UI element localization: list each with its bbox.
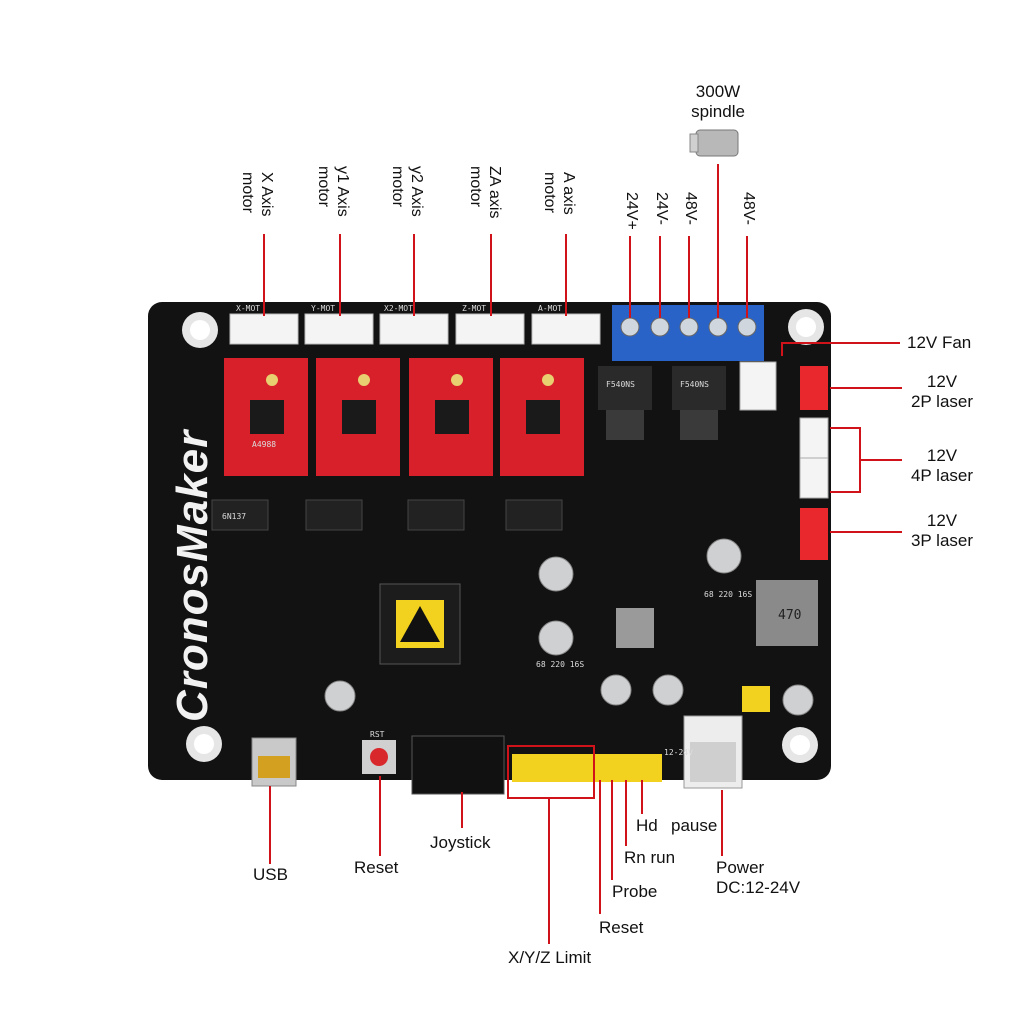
laser-4p-line2: 4P laser bbox=[910, 466, 974, 485]
y1-axis-motor-label: y1 Axis motor bbox=[314, 166, 352, 217]
za-axis-motor-line2: motor bbox=[467, 166, 484, 207]
y2-axis-motor-line2: motor bbox=[389, 166, 406, 207]
y2-axis-motor-label: y2 Axis motor bbox=[388, 166, 426, 217]
laser-3p-line1: 12V bbox=[926, 511, 958, 530]
leader-lines bbox=[263, 164, 902, 944]
silk-optocoupler: 6N137 bbox=[222, 512, 247, 521]
side-connectors bbox=[739, 361, 829, 560]
mounting-holes bbox=[182, 309, 824, 763]
probe-label: Probe bbox=[612, 882, 658, 901]
y1-axis-motor-line1: y1 Axis bbox=[334, 166, 351, 217]
silk-z-mot: Z-MOT bbox=[462, 304, 487, 313]
za-axis-motor-line1: ZA axis bbox=[486, 166, 503, 219]
silk-cap-1: 68 220 16S bbox=[704, 590, 753, 599]
silk-y-mot: Y-MOT bbox=[311, 304, 336, 313]
silk-mosfet-2: F540NS bbox=[680, 380, 709, 389]
pause-label: pause bbox=[671, 816, 718, 835]
silk-a-mot: A-MOT bbox=[538, 304, 563, 313]
usb-label: USB bbox=[253, 865, 288, 884]
v24-plus-label: 24V+ bbox=[623, 192, 640, 230]
a-axis-motor-line1: A axis bbox=[560, 172, 577, 215]
hd-label: Hd bbox=[636, 816, 658, 835]
laser-4p-line1: 12V bbox=[926, 446, 958, 465]
stepper-drivers bbox=[224, 358, 584, 476]
laser-2p-line1: 12V bbox=[926, 372, 958, 391]
optocouplers bbox=[211, 499, 563, 531]
silk-inductor: 470 bbox=[778, 608, 802, 623]
y1-axis-motor-line2: motor bbox=[315, 166, 332, 207]
xyz-limit-label: X/Y/Z Limit bbox=[508, 948, 592, 967]
a-axis-motor-line2: motor bbox=[541, 172, 558, 213]
power-label-line1: Power bbox=[716, 858, 765, 877]
x-axis-motor-label: X Axis motor bbox=[238, 172, 276, 216]
silk-mosfet-1: F540NS bbox=[606, 380, 635, 389]
reset-pin-label: Reset bbox=[599, 918, 644, 937]
v48-minus-1-label: 48V- bbox=[682, 192, 699, 225]
reset-button-label: Reset bbox=[354, 858, 399, 877]
spindle-label-line1: 300W bbox=[695, 82, 741, 101]
laser-3p-line2: 3P laser bbox=[910, 531, 974, 550]
laser-3p-label: 12V 3P laser bbox=[902, 511, 982, 551]
joystick-label: Joystick bbox=[430, 833, 491, 852]
x-axis-motor-line2: motor bbox=[239, 172, 256, 213]
mosfets bbox=[598, 366, 726, 440]
y2-axis-motor-line1: y2 Axis bbox=[408, 166, 425, 217]
power-label: Power DC:12-24V bbox=[716, 858, 800, 898]
bottom-connectors bbox=[251, 715, 743, 795]
silk-cap-2: 68 220 16S bbox=[536, 660, 585, 669]
spindle-label: 300W spindle bbox=[678, 82, 758, 122]
silk-x2-mot: X2-MOT bbox=[384, 304, 413, 313]
silk-x-mot: X-MOT bbox=[236, 304, 261, 313]
v24-minus-label: 24V- bbox=[653, 192, 670, 225]
a-axis-motor-label: A axis motor bbox=[540, 172, 578, 215]
rn-run-label: Rn run bbox=[624, 848, 676, 867]
laser-2p-label: 12V 2P laser bbox=[902, 372, 982, 412]
fan-12v-label: 12V Fan bbox=[907, 333, 972, 352]
silk-driver-chip: A4988 bbox=[252, 440, 277, 449]
v48-minus-2-label: 48V- bbox=[740, 192, 757, 225]
spindle-motor-icon bbox=[689, 129, 739, 157]
microcontroller bbox=[379, 583, 461, 665]
power-components bbox=[324, 538, 818, 716]
laser-2p-line2: 2P laser bbox=[910, 392, 974, 411]
motor-connectors bbox=[229, 313, 601, 345]
board-brand: CronosMaker bbox=[168, 429, 217, 722]
power-label-line2: DC:12-24V bbox=[716, 878, 801, 897]
x-axis-motor-line1: X Axis bbox=[258, 172, 275, 217]
spindle-label-line2: spindle bbox=[691, 102, 745, 121]
silk-rst: RST bbox=[370, 730, 385, 739]
laser-4p-label: 12V 4P laser bbox=[902, 446, 982, 486]
silk-input-voltage: 12-24V bbox=[664, 748, 693, 757]
za-axis-motor-label: ZA axis motor bbox=[466, 166, 504, 218]
